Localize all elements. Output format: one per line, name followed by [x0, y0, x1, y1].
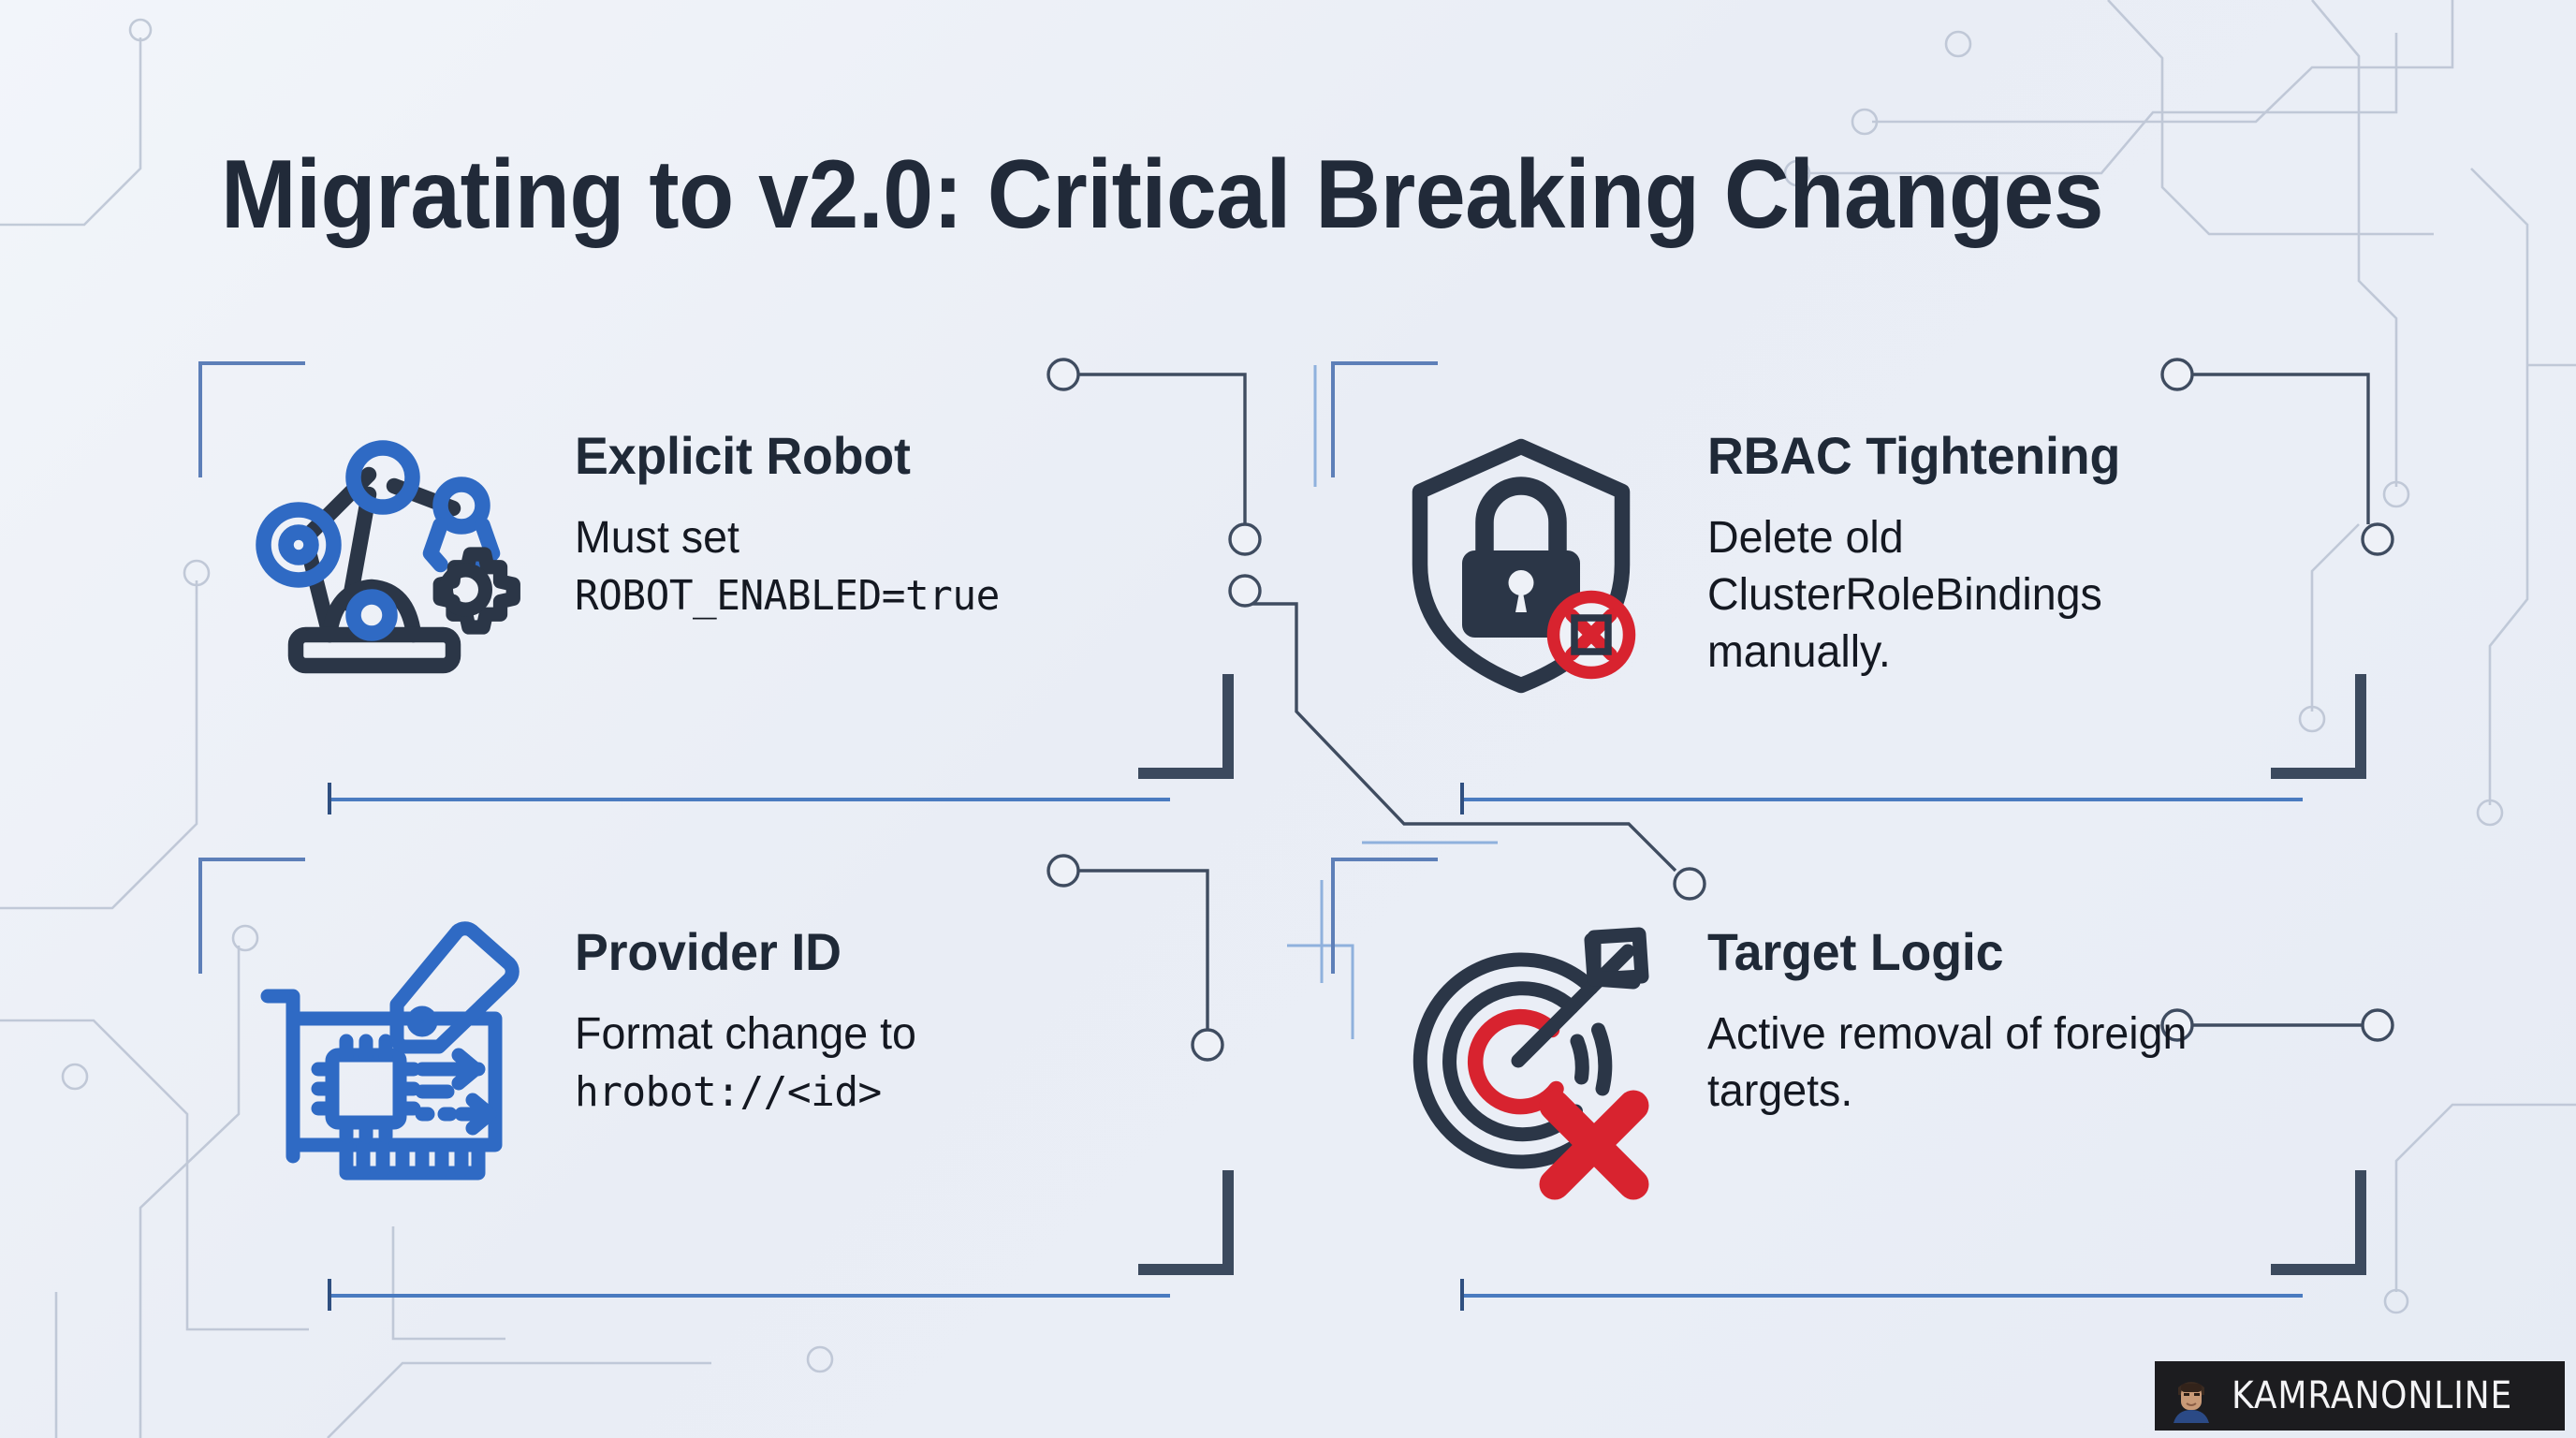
- card-title: Target Logic: [1707, 922, 2004, 981]
- target-arrow-cross-icon: [1367, 906, 1676, 1215]
- card-body-lead: Format change to: [575, 1008, 916, 1059]
- card-baseline-rule: [1460, 1279, 2303, 1311]
- corner-bracket-bottom-right: [2271, 1170, 2366, 1275]
- card-provider-id[interactable]: Provider ID Format change to hrobot://<i…: [178, 850, 1292, 1356]
- card-target-logic[interactable]: Target Logic Active removal of foreign t…: [1310, 850, 2424, 1356]
- card-body-lead: Must set: [575, 512, 739, 563]
- watermark-label: KAMRANONLINE: [2232, 1374, 2513, 1417]
- card-body: Must set ROBOT_ENABLED=true: [575, 509, 1137, 624]
- card-body: Format change to hrobot://<id>: [575, 1005, 1137, 1121]
- card-baseline-rule: [328, 1279, 1170, 1311]
- shield-lock-prohibited-icon: [1367, 410, 1676, 719]
- card-rbac-tightening[interactable]: RBAC Tightening Delete old ClusterRoleBi…: [1310, 354, 2424, 859]
- corner-bracket-bottom-right: [1138, 1170, 1234, 1275]
- corner-bracket-top-left: [198, 858, 305, 974]
- watermark-badge: KAMRANONLINE: [2155, 1361, 2565, 1431]
- expansion-card-chip-tag-icon: [234, 906, 543, 1215]
- corner-bracket-top-left: [1331, 361, 1438, 477]
- card-title: RBAC Tightening: [1707, 426, 2121, 485]
- corner-bracket-top-left: [198, 361, 305, 477]
- user-avatar-icon: [2164, 1369, 2219, 1423]
- page-title: Migrating to v2.0: Critical Breaking Cha…: [221, 140, 2104, 249]
- robot-arm-gear-icon: [234, 410, 543, 719]
- card-body: Delete old ClusterRoleBindings manually.: [1707, 512, 2102, 678]
- corner-bracket-top-left: [1331, 858, 1438, 974]
- card-explicit-robot[interactable]: Explicit Robot Must set ROBOT_ENABLED=tr…: [178, 354, 1292, 859]
- card-title: Provider ID: [575, 922, 842, 981]
- corner-bracket-bottom-right: [1138, 674, 1234, 779]
- card-body-code: hrobot://<id>: [575, 1068, 882, 1117]
- card-body-code: ROBOT_ENABLED=true: [575, 572, 1000, 621]
- card-baseline-rule: [328, 783, 1170, 814]
- card-baseline-rule: [1460, 783, 2303, 814]
- card-title: Explicit Robot: [575, 426, 911, 485]
- corner-bracket-bottom-right: [2271, 674, 2366, 779]
- card-body: Active removal of foreign targets.: [1707, 1008, 2188, 1117]
